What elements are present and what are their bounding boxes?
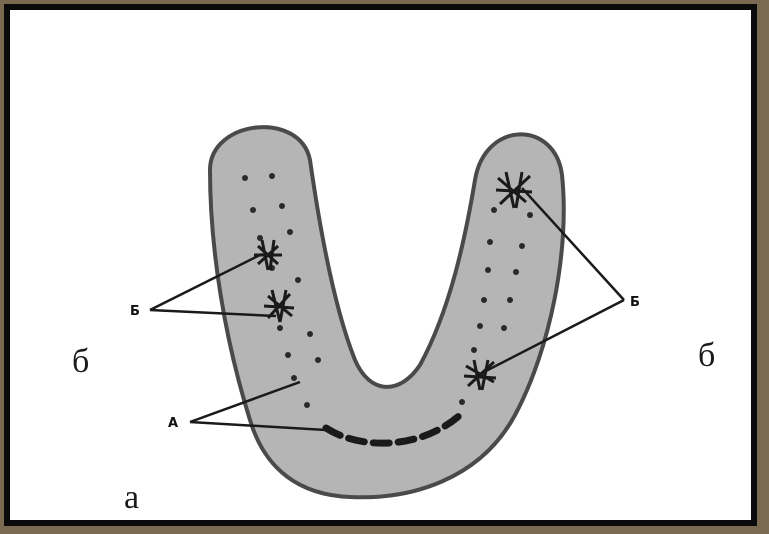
u-shaped-structure-diagram: Б Б А б б а xyxy=(10,10,751,520)
letter-b-right: б xyxy=(698,337,715,374)
figure-frame: Б Б А б б а xyxy=(4,4,757,526)
letter-b-left: б xyxy=(72,343,89,380)
label-b-left-pointer: Б xyxy=(130,304,140,319)
label-b-right-pointer: Б xyxy=(630,295,640,310)
label-a-pointer: А xyxy=(168,416,178,431)
letter-a-bottom: а xyxy=(124,479,139,516)
